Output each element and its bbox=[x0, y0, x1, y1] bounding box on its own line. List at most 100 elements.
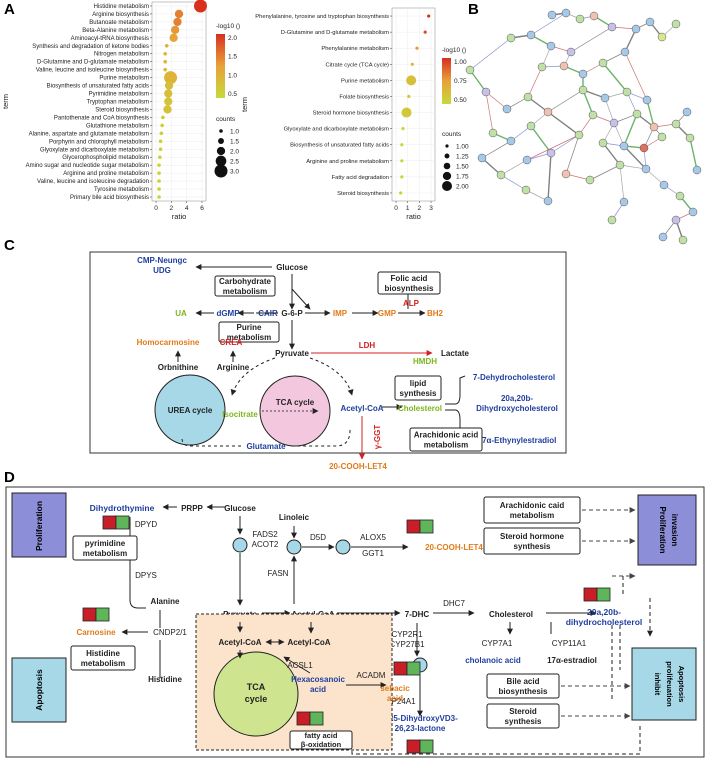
network-node bbox=[619, 197, 629, 207]
data-point bbox=[164, 71, 178, 85]
tick-label-y: Tyrosine metabolism bbox=[94, 187, 149, 193]
color-legend-bar bbox=[216, 34, 225, 98]
lipid-synthesis-box bbox=[394, 375, 442, 401]
tick-label-y: Steroid biosynthesis bbox=[337, 191, 389, 197]
network-node bbox=[566, 47, 576, 57]
badge-fatty-up bbox=[296, 711, 311, 726]
network-edge bbox=[689, 137, 698, 171]
network-node bbox=[607, 22, 617, 32]
size-legend-dot bbox=[219, 129, 223, 133]
network-node bbox=[642, 95, 652, 105]
legend-title-color: -log10 () bbox=[442, 47, 466, 54]
data-point bbox=[169, 33, 178, 42]
data-point bbox=[415, 46, 419, 50]
data-point bbox=[407, 94, 411, 99]
tick-label-y: Primary bile acid biosynthesis bbox=[70, 195, 149, 201]
tick-label-y: Fatty acid degradation bbox=[332, 175, 389, 181]
tick-label-y: Steroid hormone biosynthesis bbox=[313, 111, 389, 117]
folic-acid-biosynthesis-line: biosynthesis bbox=[385, 284, 434, 293]
data-point bbox=[400, 143, 404, 147]
fatty-acid-oxidation-line: fatty acid bbox=[305, 731, 338, 740]
network-edge bbox=[623, 145, 647, 170]
data-point bbox=[164, 97, 173, 106]
label-inhibit-0: inhibit bbox=[653, 673, 662, 696]
color-legend-tick: 0.50 bbox=[454, 97, 467, 104]
label-ldh: LDH bbox=[359, 341, 376, 350]
label-proliferation: Proliferation bbox=[34, 501, 44, 551]
tick-label-y: Pantothenate and CoA biosynthesis bbox=[54, 115, 149, 121]
label-crea: CREA bbox=[220, 338, 243, 347]
network-node bbox=[682, 107, 692, 117]
label-vd3-lactone: 1,25-DihydroxyVD3-26,23-lactone bbox=[382, 714, 458, 733]
network-node bbox=[685, 133, 695, 143]
label-linoleic: Linoleic bbox=[279, 513, 310, 522]
axis-label-x: ratio bbox=[172, 212, 187, 221]
network-edge bbox=[530, 125, 552, 154]
brace-top bbox=[445, 375, 466, 405]
label-dgmp: dGMP bbox=[216, 309, 240, 318]
size-legend-dot bbox=[214, 164, 228, 178]
label-ornithine: Orbnithine bbox=[158, 363, 199, 372]
panel-label-d: D bbox=[4, 469, 15, 486]
badge-dihydroxy-up bbox=[583, 587, 598, 602]
label-fads2-acot2-line: FADS2 bbox=[252, 530, 278, 539]
data-point bbox=[160, 123, 164, 128]
network-edge bbox=[485, 91, 508, 110]
axis-label-x: ratio bbox=[406, 212, 421, 221]
label-7-dhc: 7-DHC bbox=[405, 610, 430, 619]
badge-dihydrothymine-up bbox=[102, 515, 117, 530]
apoptosis-box bbox=[11, 657, 67, 723]
linoleic-node bbox=[286, 539, 302, 555]
arachidonic-caid-metabolism-box bbox=[483, 496, 581, 524]
legend-title-size: counts bbox=[216, 116, 236, 123]
label-cyp11a1: CYP11A1 bbox=[552, 639, 587, 648]
data-point bbox=[164, 81, 174, 90]
size-legend-dot bbox=[442, 171, 452, 181]
label-glucose: Glucose bbox=[224, 504, 256, 513]
size-legend-tick: 2.00 bbox=[456, 184, 469, 191]
label-dihydroxycholesterol: 20a,20b-dihydrocholesterol bbox=[566, 607, 643, 627]
data-point bbox=[401, 107, 412, 118]
data-point bbox=[157, 187, 161, 191]
network-node bbox=[600, 93, 610, 103]
proliferation-box bbox=[11, 492, 67, 558]
data-point bbox=[163, 105, 172, 114]
tick-label-y: Histidine metabolism bbox=[94, 4, 149, 10]
size-legend-dot bbox=[445, 144, 449, 148]
tick-label-x: 4 bbox=[185, 205, 189, 212]
arrow-hexa-acsl bbox=[283, 656, 311, 674]
badge-sebacic-down bbox=[406, 661, 421, 676]
label-dihydroxycholesterol-line: 20a,20b- bbox=[587, 607, 621, 617]
purine-metabolism-line: Purine bbox=[237, 323, 262, 332]
folic-acid-biosynthesis-box bbox=[377, 271, 441, 295]
size-legend-tick: 1.75 bbox=[456, 174, 469, 181]
network-node bbox=[631, 24, 641, 34]
panel-label-c: C bbox=[4, 237, 15, 254]
network-node bbox=[506, 136, 516, 146]
pyrimidine-metabolism-line: pyrimidine bbox=[85, 539, 126, 548]
tick-label-y: Glycerophospholipid metabolism bbox=[62, 155, 149, 161]
label-d5d: D5D bbox=[310, 533, 326, 542]
network-node bbox=[523, 92, 533, 102]
size-legend-dot bbox=[218, 138, 224, 144]
arachidonic-caid-metabolism-line: metabolism bbox=[510, 511, 554, 520]
data-point bbox=[158, 155, 162, 160]
fatty-acid-oxidation-line: β-oxidation bbox=[301, 740, 342, 749]
label-7-dehydrocholesterol: 7-Dehydrocholesterol bbox=[473, 373, 555, 382]
network-node bbox=[526, 30, 536, 40]
data-point bbox=[401, 127, 405, 131]
tick-label-y: Amino sugar and nucleotide sugar metabol… bbox=[26, 163, 149, 169]
label-alanine: Alanine bbox=[151, 597, 180, 606]
network-node bbox=[522, 155, 532, 165]
label-udg: UDG bbox=[153, 266, 171, 275]
dash-bottom bbox=[351, 724, 641, 755]
network-node bbox=[589, 11, 599, 21]
network-node bbox=[574, 130, 584, 140]
data-point bbox=[163, 51, 167, 56]
label-bh2: BH2 bbox=[427, 309, 444, 318]
